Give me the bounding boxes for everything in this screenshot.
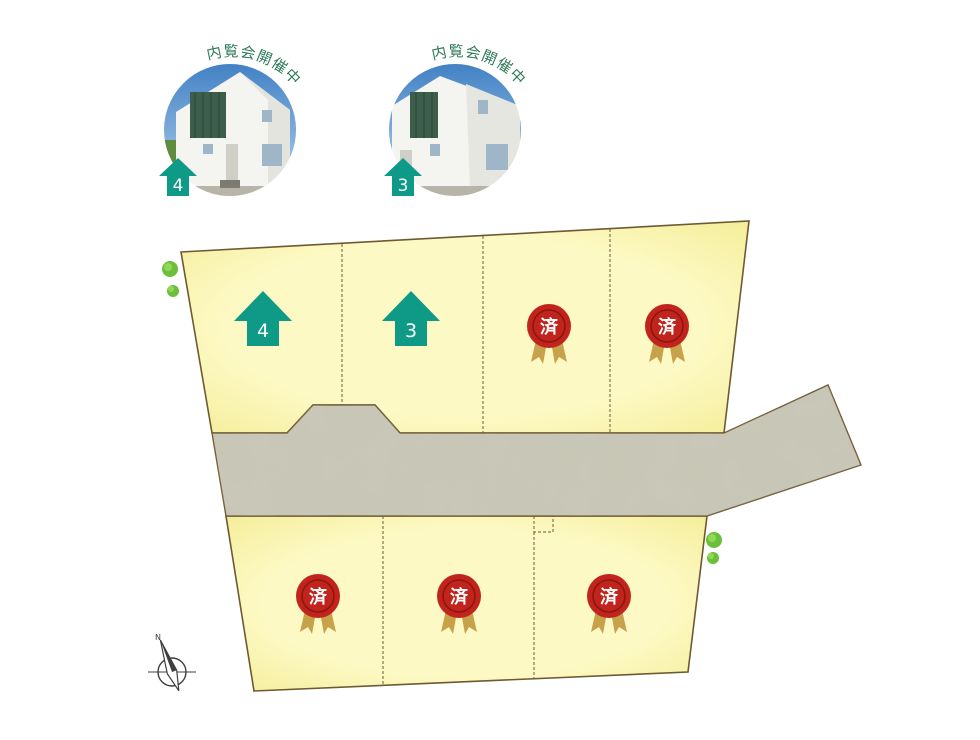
svg-text:済: 済 [309, 586, 328, 608]
svg-text:3: 3 [398, 176, 409, 196]
svg-text:済: 済 [658, 316, 677, 338]
sold-seal-icon: 済 [587, 574, 631, 634]
svg-text:済: 済 [600, 586, 619, 608]
open-house-badge-lot-3[interactable]: 3 内覧会開催中 [384, 42, 530, 200]
compass-north-label: N [155, 633, 161, 642]
lot-4-arrow-icon: 4 [159, 158, 197, 196]
sold-seal-icon: 済 [645, 304, 689, 364]
lot-4-open-house-marker[interactable]: 4 [234, 291, 292, 346]
sold-seal-icon: 済 [527, 304, 571, 364]
lot-3-open-house-marker[interactable]: 3 [382, 291, 440, 346]
sold-seal-icon: 済 [437, 574, 481, 634]
svg-text:済: 済 [450, 586, 469, 608]
lot-number: 4 [257, 320, 269, 342]
tree-icon [706, 532, 722, 564]
lot-3-arrow-icon: 3 [384, 158, 422, 196]
tree-icon [162, 261, 179, 297]
road [211, 384, 862, 517]
sold-seal-icon: 済 [296, 574, 340, 634]
lots-layer [180, 220, 750, 692]
svg-text:済: 済 [540, 316, 559, 338]
lot-number: 3 [405, 320, 417, 342]
svg-text:4: 4 [173, 176, 184, 196]
north-compass-icon: N [148, 633, 196, 692]
lot-notch [533, 516, 554, 533]
open-house-badge-lot-4[interactable]: 4 内覧会開催中 [159, 42, 305, 200]
